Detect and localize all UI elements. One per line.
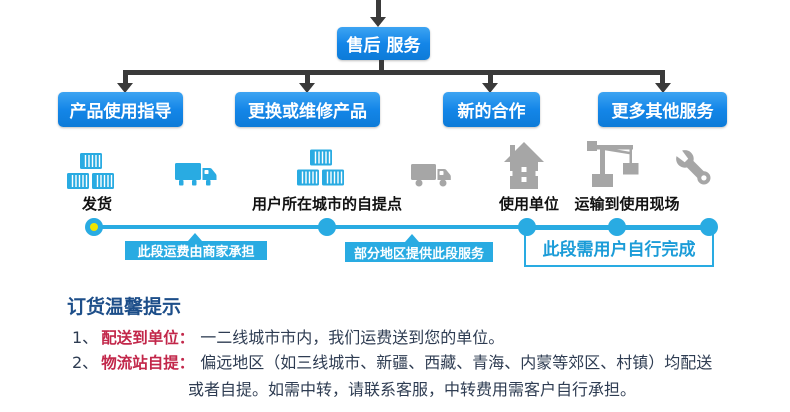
timeline-dot	[318, 218, 336, 236]
connector-root-stem	[379, 60, 384, 72]
connector-branch1-stem	[123, 75, 128, 83]
note-item-1: 1、配送到单位： 一二线城市市内，我们运费送到您的单位。	[72, 324, 504, 348]
flow-branch-box-3: 新的合作	[443, 92, 540, 127]
note-item-2-continued: 或者自提。如需中转，请联系客服，中转费用需客户自行承担。	[188, 380, 637, 399]
connector-branch3-stem	[488, 75, 493, 83]
crane-icon	[587, 141, 639, 187]
note-item-2: 2、物流站自提： 偏远地区（如三线城市、新疆、西藏、青海、内蒙等郊区、村镇）均配送	[72, 349, 712, 373]
notes-heading: 订货温馨提示	[67, 296, 182, 318]
segment-pointer	[188, 233, 202, 241]
arrow-down-icon	[482, 83, 498, 93]
arrow-down-icon	[299, 83, 315, 93]
flow-branch-box-1: 产品使用指导	[58, 92, 183, 127]
note-number: 2、	[72, 353, 99, 372]
timeline-dot-center	[90, 223, 98, 231]
connector-horizontal-bar	[123, 70, 665, 75]
note-text: 一二线城市市内，我们运费送到您的单位。	[200, 328, 505, 347]
timeline-dot-start	[85, 218, 103, 236]
station-label-using-unit: 使用单位	[498, 195, 559, 213]
wrench-icon	[672, 146, 711, 185]
connector-branch2-stem	[305, 75, 310, 83]
note-text: 偏远地区（如三线城市、新疆、西藏、青海、内蒙等郊区、村镇）均配送	[200, 353, 713, 372]
note-label: 物流站自提：	[101, 354, 195, 372]
station-label-transport-site: 运输到使用现场	[574, 195, 680, 213]
station-label-pickup-point: 用户所在城市的自提点	[252, 195, 403, 213]
segment-label-partial: 部分地区提供此段服务	[345, 242, 493, 262]
cargo-boxes-icon	[67, 153, 114, 189]
note-label: 配送到单位：	[101, 329, 195, 347]
flow-branch-box-4: 更多其他服务	[598, 92, 727, 127]
timeline-dot	[700, 218, 718, 236]
timeline-dot	[608, 218, 626, 236]
arrow-down-icon	[370, 17, 386, 27]
cargo-boxes-icon	[297, 149, 344, 186]
timeline-dot	[518, 218, 536, 236]
flow-root-box: 售后 服务	[337, 27, 430, 60]
truck-icon	[411, 164, 451, 187]
station-label-shipping: 发货	[81, 195, 112, 213]
note-number: 1、	[72, 328, 99, 347]
arrow-down-icon	[655, 83, 671, 93]
segment-label-merchant: 此段运费由商家承担	[125, 241, 267, 260]
building-icon	[504, 142, 544, 189]
arrow-down-icon	[117, 83, 133, 93]
segment-pointer	[405, 234, 419, 242]
flow-branch-box-2: 更换或维修产品	[235, 92, 380, 127]
truck-icon	[175, 163, 217, 186]
connector-top-stem	[376, 0, 381, 18]
connector-branch4-stem	[660, 75, 665, 83]
timeline-line	[94, 225, 709, 229]
